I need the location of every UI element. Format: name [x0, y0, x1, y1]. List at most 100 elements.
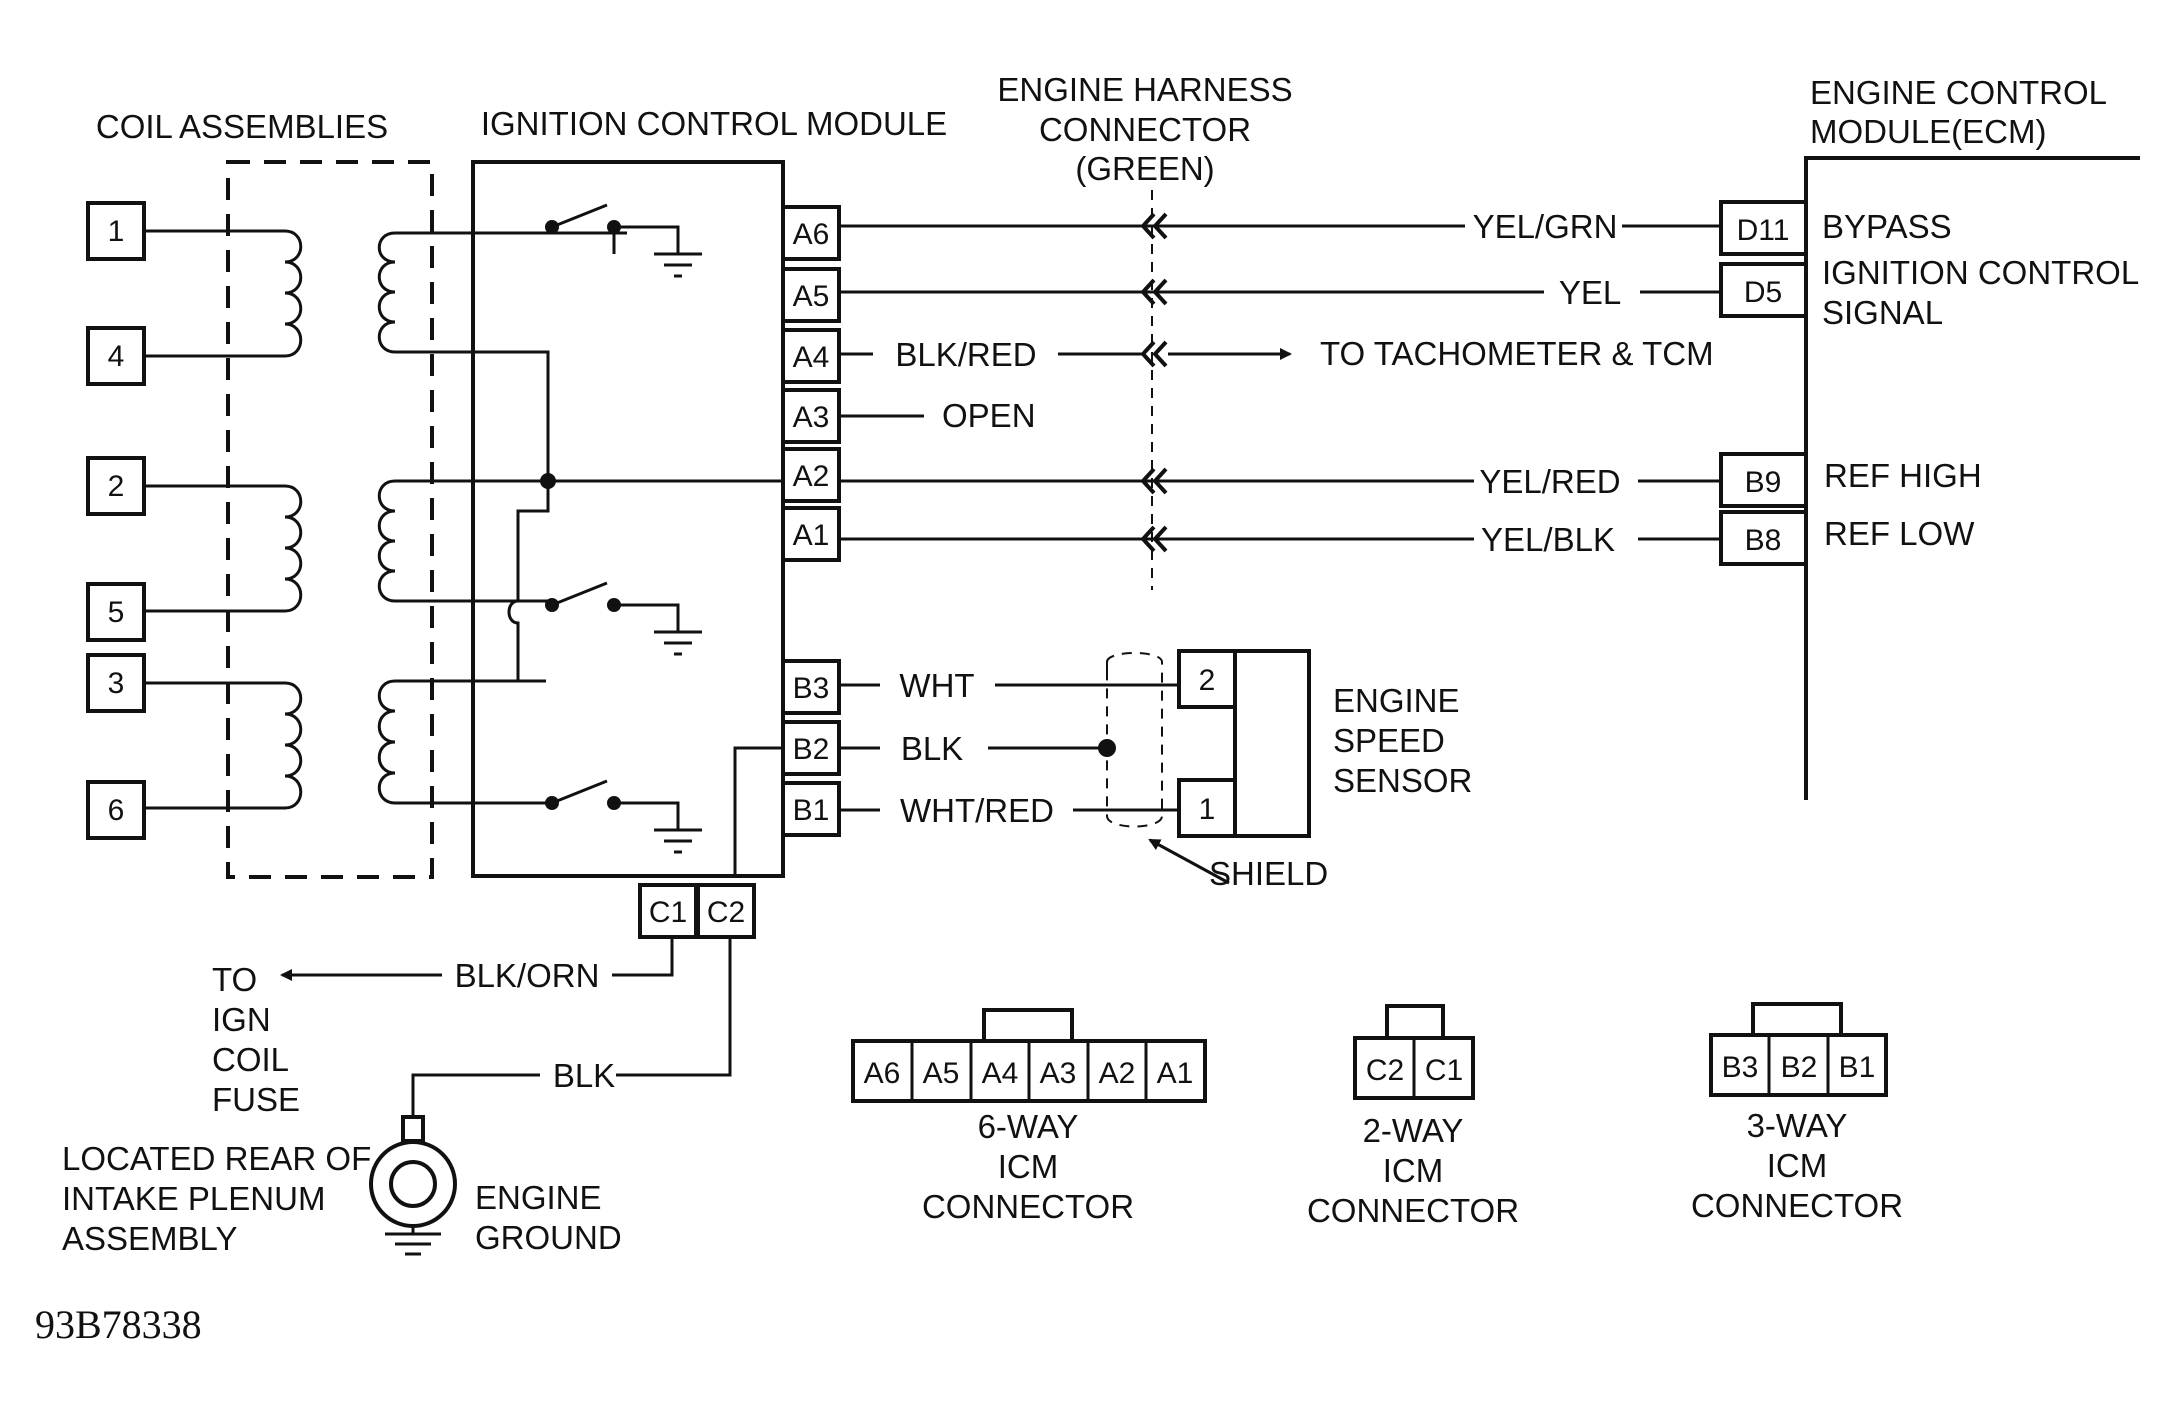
connector-label: 6-WAY — [978, 1108, 1079, 1145]
icm-pin-c2: C2 — [696, 883, 756, 939]
coil-assemblies-label: COIL ASSEMBLIES — [96, 108, 388, 145]
icm-pin-b3: B3 — [781, 659, 841, 715]
connector-label: CONNECTOR — [922, 1188, 1134, 1225]
icm-pin-b2: B2 — [781, 720, 841, 776]
shield-label: SHIELD — [1209, 855, 1328, 892]
ground-symbol — [385, 1226, 441, 1256]
location-label: ASSEMBLY — [62, 1220, 237, 1257]
fuse-label: IGN — [212, 1001, 271, 1038]
ecm-pin-d11: D11 — [1719, 200, 1808, 256]
icm-pin-a2: A2 — [781, 447, 841, 503]
coil-terminal-2: 2 — [86, 456, 146, 516]
pin-label: A1 — [793, 519, 830, 552]
ground-label: GROUND — [475, 1219, 622, 1256]
connector-label: CONNECTOR — [1307, 1192, 1519, 1229]
ground-lug — [401, 1115, 425, 1143]
pin-label: A4 — [793, 341, 830, 374]
harness-connector-label: (GREEN) — [1075, 150, 1214, 187]
fuse-label: TO — [212, 961, 257, 998]
wire-color-label: WHT/RED — [900, 792, 1054, 829]
harness-connector-label: ENGINE HARNESS — [997, 71, 1292, 108]
connector-pin-label: B2 — [1781, 1051, 1818, 1084]
ecm-function-label: REF LOW — [1824, 515, 1975, 552]
sensor-pin-1 — [1177, 778, 1237, 838]
ignition-control-module: IGNITION CONTROL MODULE — [395, 105, 947, 939]
connector-label: 2-WAY — [1363, 1112, 1464, 1149]
icm-pin-a6: A6 — [781, 205, 841, 261]
wire-color-label: YEL/RED — [1479, 463, 1620, 500]
sensor-label: ENGINE — [1333, 682, 1460, 719]
engine-speed-sensor: WHT BLK WHT/RED SHIELD 2 1 ENGINE SPEED … — [839, 649, 1472, 892]
wire-c1: BLK/ORN TO IGN COIL FUSE — [212, 937, 674, 1118]
icm-label: IGNITION CONTROL MODULE — [481, 105, 947, 142]
wire-color-label: WHT — [899, 667, 974, 704]
open-label: OPEN — [942, 397, 1036, 434]
icm-pin-a1: A1 — [781, 506, 841, 562]
sensor-body — [1233, 649, 1311, 838]
icm-switch-2 — [545, 581, 702, 656]
pin-label: A3 — [793, 401, 830, 434]
coil-terminal-label: 5 — [108, 596, 125, 629]
coil-terminal-6: 6 — [86, 780, 146, 840]
coil-terminal-label: 1 — [108, 215, 125, 248]
wire-color-label: BLK — [901, 730, 963, 767]
ecm-label: ENGINE CONTROL — [1810, 74, 2107, 111]
sensor-label: SENSOR — [1333, 762, 1472, 799]
connector-chevron — [1140, 212, 1168, 240]
coil-terminal-4: 4 — [86, 326, 146, 386]
connector-label: CONNECTOR — [1691, 1187, 1903, 1224]
shield-outline — [1106, 652, 1163, 828]
wire-b1: WHT/RED — [839, 792, 1179, 829]
wire-b3: WHT — [839, 667, 1179, 704]
connector-dividers — [910, 1041, 1148, 1101]
pin-label: B2 — [793, 733, 830, 766]
icm-switch-1 — [545, 203, 702, 278]
sensor-label: SPEED — [1333, 722, 1445, 759]
pin-label: D11 — [1737, 214, 1790, 247]
fuse-label: FUSE — [212, 1081, 300, 1118]
engine-control-module: ENGINE CONTROL MODULE(ECM) D11 D5 B9 B8 … — [1719, 74, 2140, 800]
connector-pin-label: C2 — [1366, 1054, 1404, 1087]
ground-label: ENGINE — [475, 1179, 602, 1216]
tachometer-label: TO TACHOMETER & TCM — [1320, 335, 1714, 372]
pin-label: B3 — [793, 672, 830, 705]
ecm-function-label: SIGNAL — [1822, 294, 1943, 331]
connector-pin-label: C1 — [1425, 1054, 1463, 1087]
connector-2-way: C2 C1 2-WAY ICM CONNECTOR — [1307, 1004, 1519, 1229]
connector-3-way: B3 B2 B1 3-WAY ICM CONNECTOR — [1691, 1002, 1903, 1224]
coil-terminal-5: 5 — [86, 582, 146, 642]
coil-terminal-label: 3 — [108, 667, 125, 700]
pin-label: B1 — [793, 794, 830, 827]
pin-label: D5 — [1744, 276, 1782, 309]
connector-latch — [982, 1008, 1074, 1044]
pin-label: A2 — [793, 460, 830, 493]
engine-ground: LOCATED REAR OF INTAKE PLENUM ASSEMBLY E… — [62, 1115, 622, 1257]
icm-internal-wire — [395, 350, 550, 481]
connector-pin-label: A4 — [982, 1057, 1019, 1090]
wire-color-label: YEL/GRN — [1473, 208, 1618, 245]
coil-terminal-1: 1 — [86, 201, 146, 261]
connector-pin-label: A2 — [1099, 1057, 1136, 1090]
ecm-function-label: IGNITION CONTROL — [1822, 254, 2139, 291]
ecm-pin-d5: D5 — [1719, 262, 1808, 318]
ecm-pin-b8: B8 — [1719, 510, 1808, 566]
icm-internal-wire — [507, 481, 550, 683]
engine-harness-connector: ENGINE HARNESS CONNECTOR (GREEN) — [997, 71, 1293, 590]
fuse-label: COIL — [212, 1041, 289, 1078]
pin-label: A5 — [793, 280, 830, 313]
coil-terminal-label: 4 — [108, 340, 125, 373]
ecm-label: MODULE(ECM) — [1810, 113, 2047, 150]
connector-label: ICM — [998, 1148, 1059, 1185]
diagram-code: 93B78338 — [35, 1302, 202, 1347]
ground-stud-inner — [389, 1160, 437, 1208]
wire-color-label: YEL/BLK — [1481, 521, 1615, 558]
icm-pin-a5: A5 — [781, 267, 841, 323]
connector-pin-label: A6 — [864, 1057, 901, 1090]
harness-connector-label: CONNECTOR — [1039, 111, 1251, 148]
coil-assembly-enclosure — [226, 160, 434, 879]
connector-chevron — [1140, 340, 1168, 368]
location-label: LOCATED REAR OF — [62, 1140, 371, 1177]
wire-a6: YEL/GRN — [839, 208, 1721, 245]
icm-internal-wire — [546, 231, 627, 483]
